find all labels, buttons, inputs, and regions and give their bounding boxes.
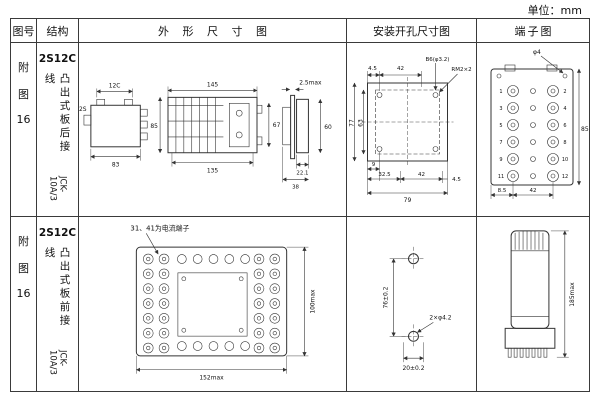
unit-label: 单位：mm — [527, 4, 582, 17]
dim-bottom-total: 79 — [404, 197, 412, 204]
structure-cell-row1: 2S12C 凸出式板后接线 JCK-10A/3 — [37, 43, 79, 217]
header-outline: 外 形 尺 寸 图 — [79, 19, 347, 43]
terminal-number: 3 — [499, 106, 502, 112]
outline-drawing-front-wiring: 31、41为电流端子 — [130, 223, 316, 381]
mounting-hole-drawing-front: 76±0.2 2×φ4.2 20±0.2 — [383, 246, 452, 372]
dim-side-top: 145 — [207, 81, 219, 88]
terminal-number: 2 — [563, 89, 566, 95]
outline-cell-row2: 31、41为电流端子 — [79, 217, 347, 391]
dim-side-bottom: 135 — [207, 168, 219, 175]
dim-left-inner: 63 — [358, 119, 365, 127]
terminal-number: 12 — [562, 174, 568, 180]
terminal-number: 4 — [563, 106, 566, 112]
mounting-cell-row2: 76±0.2 2×φ4.2 20±0.2 — [347, 217, 477, 391]
structure-model: 2S12C — [38, 53, 77, 65]
structure-cell-row2: 2S12C 凸出式板前接线 JCK-10A/3 — [37, 217, 79, 391]
dim-bottom-1: 32.5 — [378, 172, 391, 178]
dim-left-total: 77 — [349, 119, 356, 127]
fig-number: 16 — [16, 113, 31, 126]
fig-char: 图 — [18, 262, 29, 275]
structure-code: JCK-10A/3 — [47, 350, 68, 376]
front-view: 12C 2S 83 — [79, 82, 148, 169]
hole-diameter-label: 2×φ4.2 — [429, 314, 451, 321]
fig-char: 附 — [18, 235, 29, 248]
header-terminal: 端子图 — [477, 19, 589, 43]
dim-socket-width: 152max — [199, 375, 224, 382]
outline-cell-row1: 12C 2S 83 — [79, 43, 347, 217]
terminal-number: 11 — [498, 174, 504, 180]
fig-cell-row1: 附 图 16 — [11, 43, 37, 217]
terminal-number: 6 — [563, 123, 566, 129]
screw-spec-label: RM2×2 — [451, 67, 471, 73]
dim-panel-d2: 38 — [292, 184, 299, 190]
dim-terminal-hole: φ4 — [533, 49, 541, 56]
outline-drawing-rear-wiring: 12C 2S 83 — [79, 80, 332, 191]
dim-panel-height: 60 — [324, 124, 332, 131]
fig-char: 图 — [18, 88, 29, 101]
dim-side-height: 85 — [150, 123, 158, 130]
structure-desc: 凸出式板前接线 — [43, 247, 71, 328]
fig-cell-row2: 附 图 16 — [11, 217, 37, 391]
dim-bottom-offset: 9 — [372, 162, 376, 168]
hole-size-label: B6(φ3.2) — [426, 57, 450, 63]
structure-desc: 凸出式板后接线 — [43, 73, 71, 154]
fig-char: 附 — [18, 61, 29, 74]
spec-table: 图号 结构 外 形 尺 寸 图 安装开孔尺寸图 端子图 附 图 16 2S12C… — [10, 18, 590, 392]
fig-number: 16 — [16, 287, 31, 300]
cutout-view: 4.5 42 B6(φ3.2) RM2×2 77 63 9 — [349, 57, 472, 204]
dim-terminal-b2: 42 — [530, 188, 537, 194]
terminal-number: 1 — [499, 89, 502, 95]
terminal-diagram-front: 185max — [504, 230, 576, 358]
terminal-cell-row2: 185max — [477, 217, 589, 391]
dim-relay-height: 185max — [569, 282, 576, 307]
drill-view: 76±0.2 2×φ4.2 20±0.2 — [383, 246, 452, 372]
terminal-number: 9 — [499, 157, 502, 163]
dim-front-step: 2S — [79, 106, 87, 113]
terminal-number: 5 — [499, 123, 502, 129]
terminal-number: 8 — [563, 140, 566, 146]
panel-section-view: 2.5max 60 22.1 38 — [281, 80, 332, 190]
relay-side-view: 185max — [504, 230, 576, 358]
dim-hole-offset: 20±0.2 — [402, 365, 424, 372]
dim-top-span: 42 — [397, 66, 404, 72]
header-mounting: 安装开孔尺寸图 — [347, 19, 477, 43]
dim-top-offset: 4.5 — [368, 66, 377, 72]
dim-front-width: 12C — [109, 82, 121, 89]
dim-hole-spacing: 76±0.2 — [383, 286, 390, 308]
mounting-cell-row1: 4.5 42 B6(φ3.2) RM2×2 77 63 9 — [347, 43, 477, 217]
side-view: 145 135 85 67 — [150, 81, 280, 174]
dim-terminal-b1: 8.5 — [498, 188, 507, 194]
current-terminal-note: 31、41为电流端子 — [130, 223, 189, 232]
dim-socket-height: 100max — [309, 289, 316, 314]
dim-front-bottom: 83 — [112, 162, 120, 169]
dim-side-inner: 67 — [273, 122, 281, 129]
dim-bottom-3: 4.5 — [452, 177, 461, 183]
structure-model: 2S12C — [38, 227, 77, 239]
terminal-diagram-rear: φ4 — [490, 49, 589, 199]
header-fig-no: 图号 — [11, 19, 37, 43]
dim-terminal-height: 85 — [581, 126, 589, 133]
dim-bottom-2: 42 — [418, 172, 425, 178]
terminal-number: 7 — [499, 140, 502, 146]
header-structure: 结构 — [37, 19, 79, 43]
terminal-cell-row1: φ4 — [477, 43, 589, 217]
socket-front-view: 31、41为电流端子 — [130, 223, 316, 381]
terminal-number: 10 — [562, 157, 568, 163]
mounting-hole-drawing-rear: 4.5 42 B6(φ3.2) RM2×2 77 63 9 — [349, 57, 472, 204]
structure-code: JCK-10A/3 — [47, 175, 68, 201]
dim-panel-thickness: 2.5max — [299, 80, 322, 87]
terminal-board: φ4 — [490, 49, 589, 199]
dim-panel-d1: 22.1 — [296, 170, 308, 176]
